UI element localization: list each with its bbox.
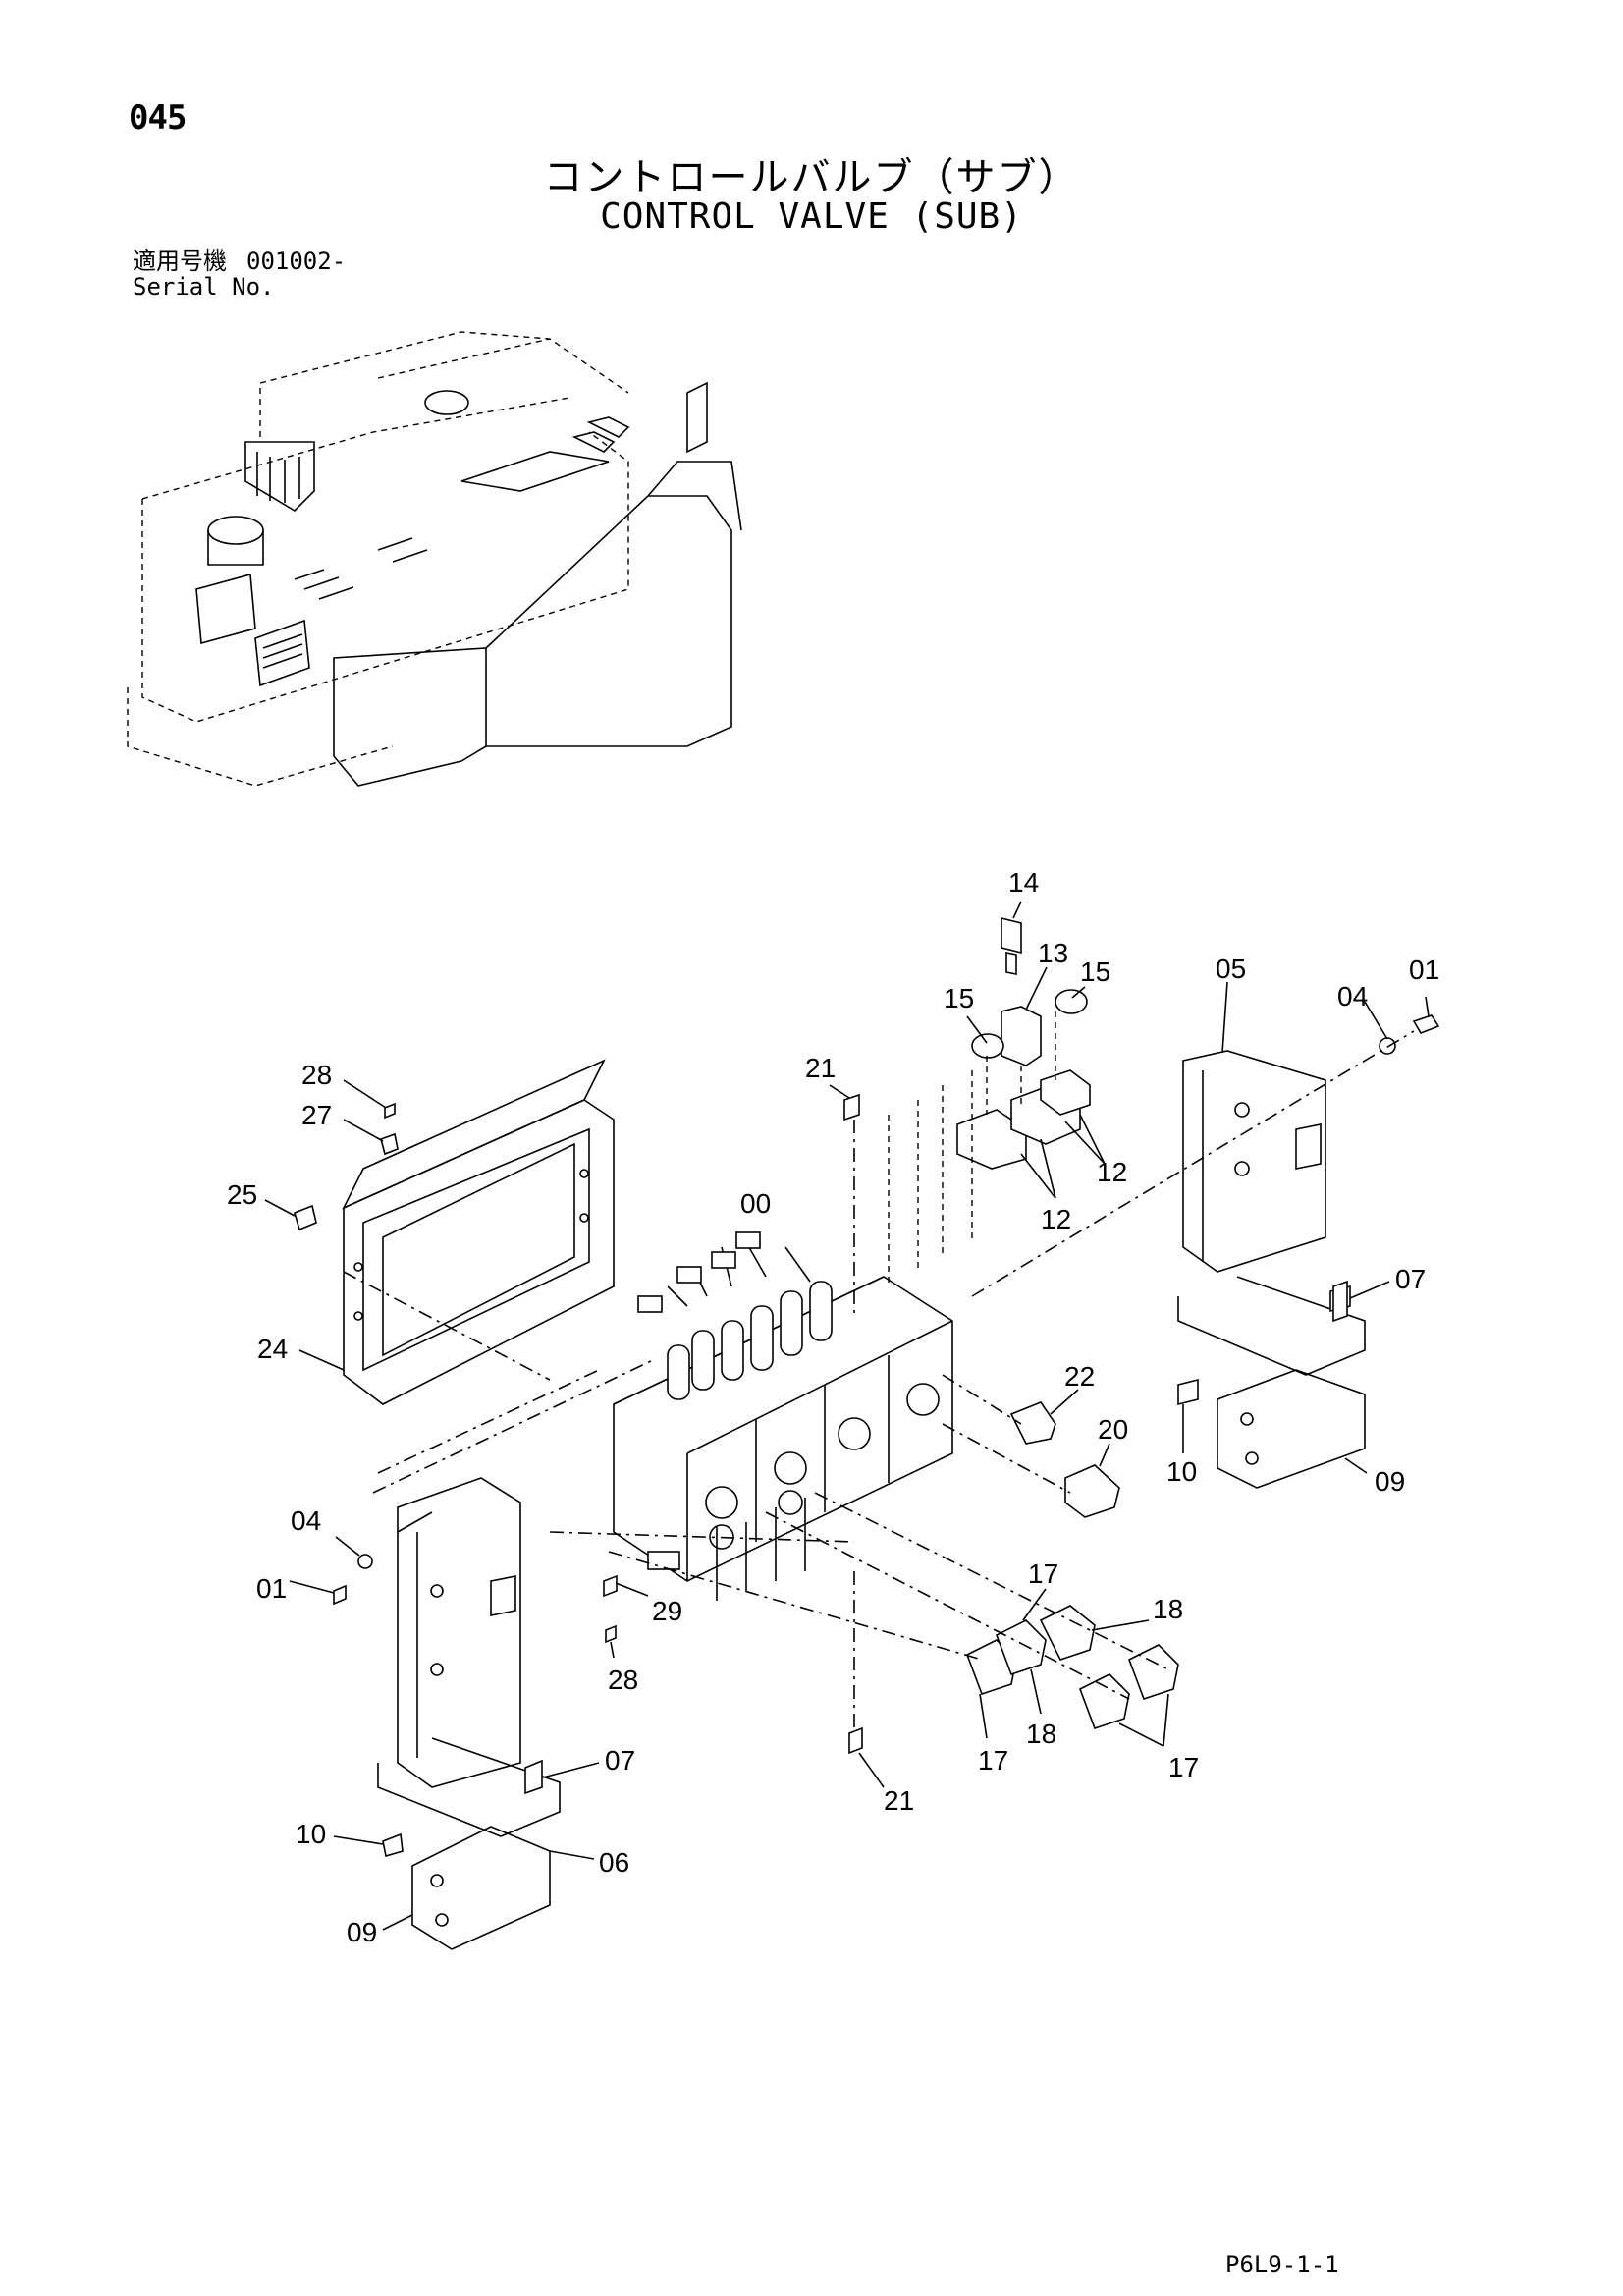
callout-28: 28 [608, 1665, 638, 1695]
callout-15: 15 [944, 983, 974, 1013]
exploded-view-drawing [294, 916, 1440, 1950]
callout-00: 00 [740, 1188, 771, 1219]
callout-17: 17 [1028, 1558, 1058, 1589]
callout-21: 21 [884, 1785, 914, 1816]
callout-01: 01 [1409, 955, 1439, 985]
serial-label-english: Serial No. [133, 273, 275, 301]
callout-17: 17 [1168, 1752, 1199, 1782]
callout-18: 18 [1026, 1719, 1056, 1749]
callout-22: 22 [1064, 1361, 1095, 1392]
callout-05: 05 [1216, 954, 1246, 984]
callout-01: 01 [256, 1573, 287, 1604]
page-title-japanese: コントロールバルブ（サブ） [543, 155, 1080, 200]
serial-info: 適用号機 001002- Serial No. [133, 248, 346, 300]
callout-12: 12 [1097, 1157, 1127, 1187]
callout-04: 04 [1337, 981, 1368, 1011]
callout-12: 12 [1041, 1204, 1071, 1234]
leader-lines [264, 901, 1430, 1931]
page-title-english: CONTROL VALVE (SUB) [600, 196, 1023, 237]
callout-18: 18 [1153, 1594, 1183, 1624]
callout-29: 29 [652, 1596, 682, 1626]
callout-09: 09 [347, 1917, 377, 1947]
callout-25: 25 [227, 1179, 257, 1210]
callout-15: 15 [1080, 957, 1110, 987]
page-code: P6L9-1-1 [1225, 2251, 1339, 2278]
callout-13: 13 [1038, 938, 1068, 968]
serial-value: 001002- [246, 247, 347, 275]
callout-21: 21 [805, 1053, 836, 1083]
callout-24: 24 [257, 1334, 288, 1364]
callout-28: 28 [301, 1060, 332, 1090]
callout-17: 17 [978, 1745, 1008, 1776]
callout-20: 20 [1098, 1414, 1128, 1445]
callout-04: 04 [291, 1505, 321, 1536]
callout-06: 06 [599, 1847, 629, 1878]
serial-label-japanese: 適用号機 [133, 247, 227, 275]
callout-07: 07 [605, 1745, 635, 1776]
callout-07: 07 [1395, 1264, 1426, 1294]
callout-09: 09 [1375, 1466, 1405, 1497]
callout-10: 10 [1166, 1456, 1197, 1487]
machine-overview-drawing [127, 331, 742, 787]
callout-10: 10 [296, 1819, 326, 1849]
callout-14: 14 [1008, 867, 1039, 898]
page-number: 045 [129, 98, 187, 137]
callout-27: 27 [301, 1100, 332, 1130]
callout-labels: 14 13 15 15 05 04 01 21 28 27 12 12 25 0… [227, 867, 1439, 1947]
